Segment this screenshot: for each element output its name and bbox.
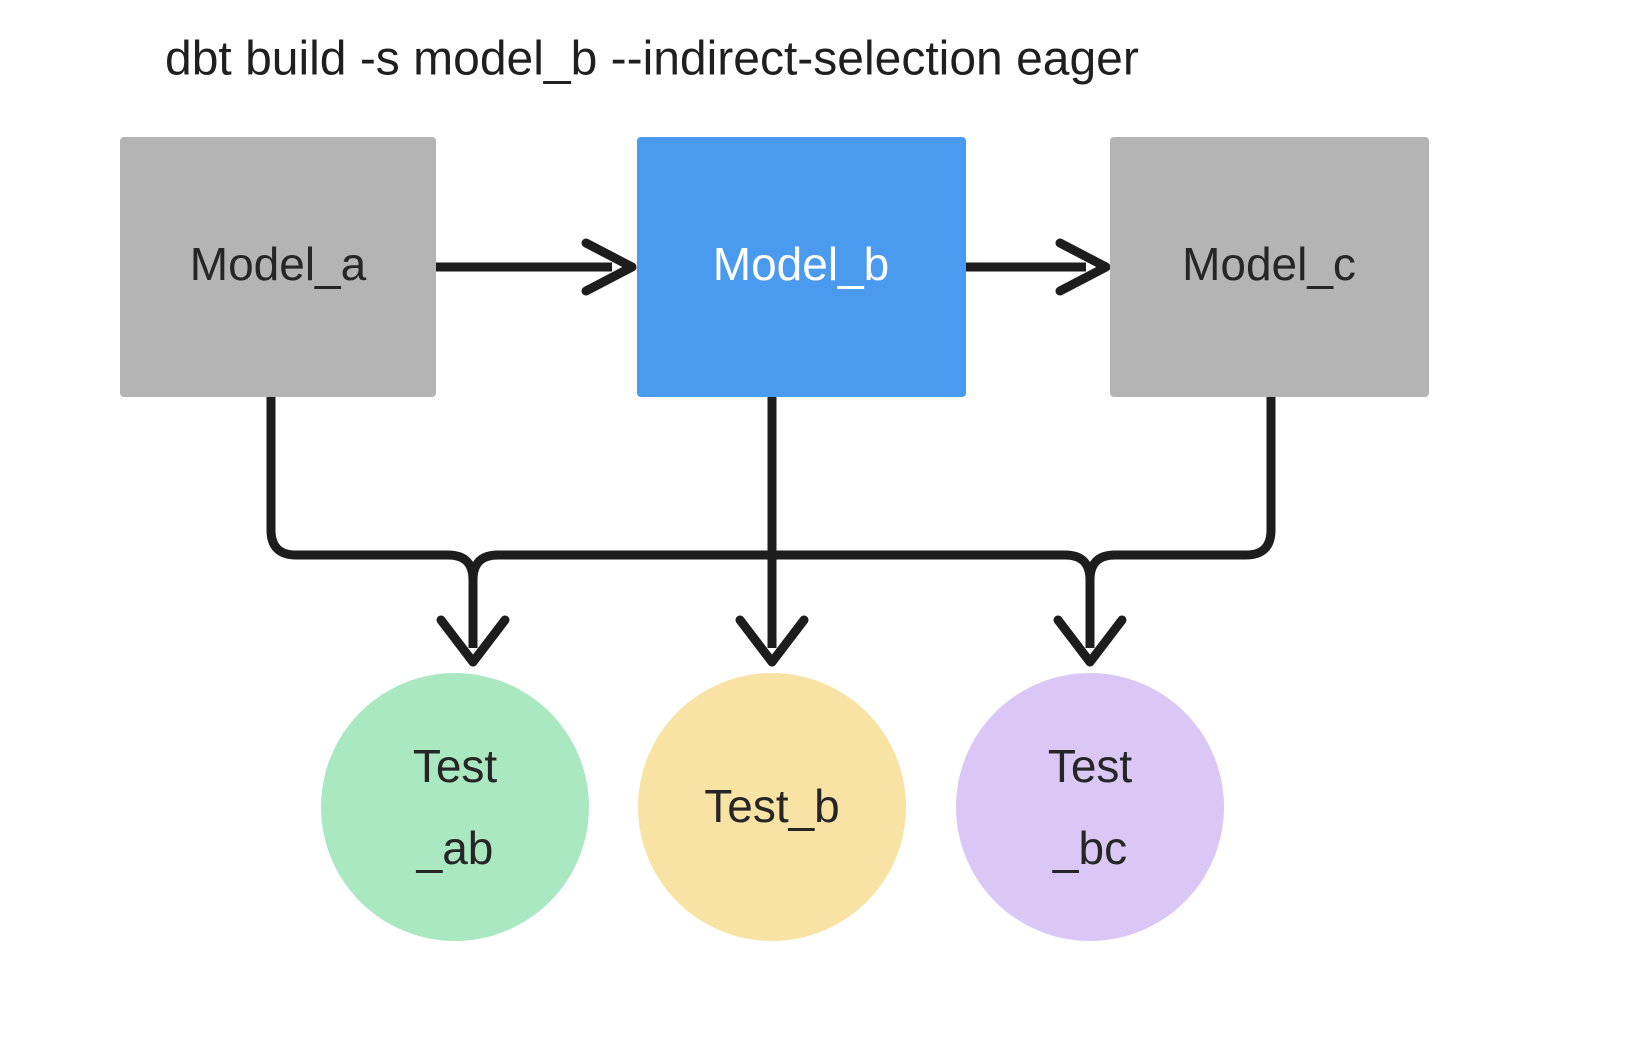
node-test-bc-label-line-2: _bc — [1052, 822, 1127, 874]
node-model-b-label: Model_b — [713, 238, 889, 290]
node-model-c[interactable]: Model_c — [1110, 137, 1429, 397]
node-test-ab[interactable]: Test _ab — [321, 673, 589, 941]
node-test-b-label-line-1: Test_b — [704, 780, 840, 832]
node-test-bc[interactable]: Test _bc — [956, 673, 1224, 941]
node-model-b[interactable]: Model_b — [637, 137, 966, 397]
node-test-b[interactable]: Test_b — [638, 673, 906, 941]
node-model-c-label: Model_c — [1182, 238, 1356, 290]
edge-model-c-to-test-bc — [1053, 397, 1276, 667]
edge-model-b-to-model-c — [966, 238, 1111, 296]
node-model-a-label: Model_a — [190, 238, 367, 290]
diagram-title: dbt build -s model_b --indirect-selectio… — [165, 33, 1139, 86]
edge-model-a-to-model-b — [436, 238, 637, 296]
node-test-bc-label-line-1: Test — [1048, 740, 1133, 792]
node-model-a[interactable]: Model_a — [120, 137, 436, 397]
edge-model-a-to-test-ab — [266, 397, 510, 667]
edge-model-b-to-test-b — [735, 397, 809, 667]
node-test-ab-label-line-2: _ab — [416, 822, 494, 874]
edge-model-b-to-test-bc — [772, 550, 1095, 581]
edge-model-b-to-test-ab — [468, 550, 772, 581]
node-test-ab-label-line-1: Test — [413, 740, 498, 792]
